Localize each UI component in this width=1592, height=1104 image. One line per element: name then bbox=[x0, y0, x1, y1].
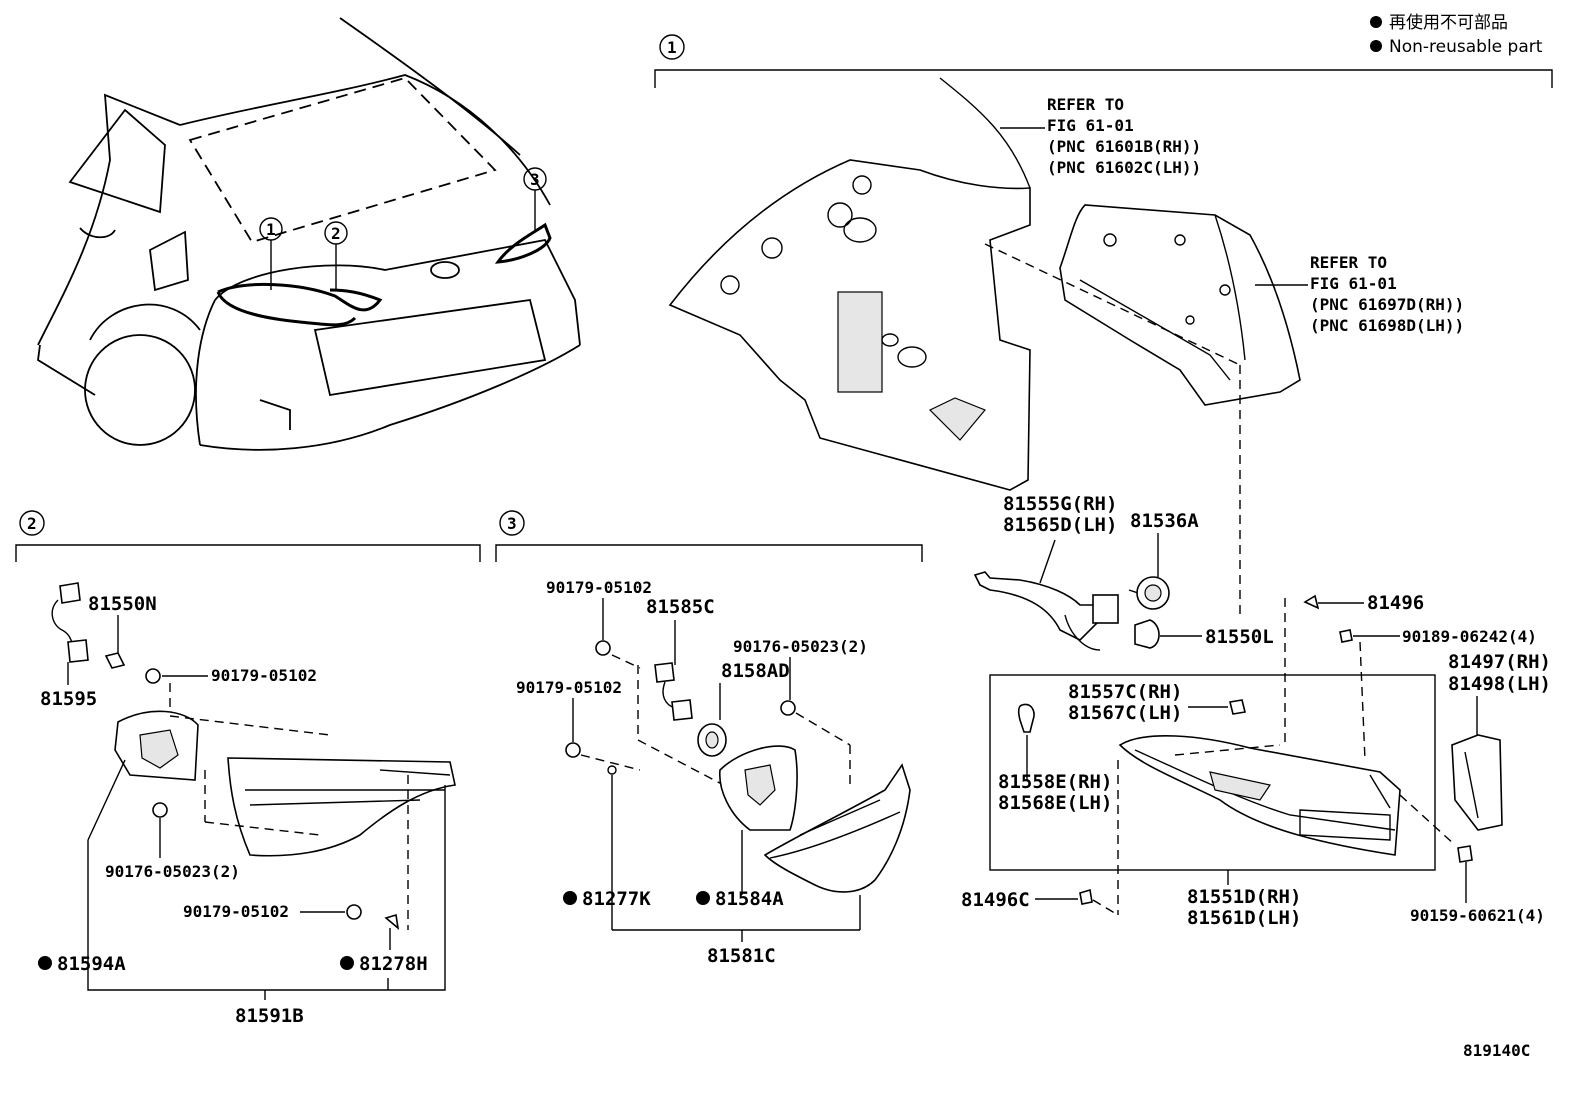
nut-90176-a-icon bbox=[152, 802, 168, 818]
svg-text:REFER TO: REFER TO bbox=[1310, 253, 1387, 272]
part-81584A-label: 81584A bbox=[715, 888, 784, 910]
part-81594A-label: 81594A bbox=[57, 953, 126, 975]
gasket-81584A-illustration bbox=[719, 745, 798, 831]
part-81555G-label: 81555G(RH) bbox=[1003, 493, 1117, 515]
clip-81277K-icon bbox=[607, 765, 617, 775]
nut-90179-c-icon bbox=[595, 640, 611, 656]
part-8158AD-label: 8158AD bbox=[721, 660, 790, 682]
tail-lamp-81551D-illustration bbox=[1118, 734, 1401, 856]
wire-harness-illustration bbox=[973, 571, 1119, 651]
section-2-number: 2 bbox=[27, 514, 37, 533]
part-81585C-label: 81585C bbox=[646, 596, 715, 618]
rear-lamp-81581C-illustration bbox=[763, 763, 911, 893]
clip-81496-icon bbox=[1303, 594, 1320, 610]
part-81536A-label: 81536A bbox=[1130, 510, 1199, 532]
part-81591B-label: 81591B bbox=[235, 1005, 304, 1027]
part-81278H-label: 81278H bbox=[359, 953, 428, 975]
part-90176-a-label: 90176-05023(2) bbox=[105, 862, 240, 881]
part-81581C-label: 81581C bbox=[707, 945, 776, 967]
legend-en: Non-reusable part bbox=[1389, 37, 1543, 57]
nut-90179-d-icon bbox=[565, 742, 581, 758]
screw-90159-icon bbox=[1457, 845, 1473, 863]
svg-text:REFER TO: REFER TO bbox=[1047, 95, 1124, 114]
part-81550N-label: 81550N bbox=[88, 593, 157, 615]
legend-jp: 再使用不可部品 bbox=[1389, 12, 1508, 33]
part-90179-a-label: 90179-05102 bbox=[211, 666, 317, 685]
svg-text:(PNC 61602C(LH)): (PNC 61602C(LH)) bbox=[1047, 158, 1201, 177]
part-81558E-label: 81558E(RH) bbox=[998, 771, 1112, 793]
wire-81585C-illustration bbox=[654, 662, 693, 721]
part-90159-label: 90159-60621(4) bbox=[1410, 906, 1545, 925]
svg-text:(PNC 61697D(RH)): (PNC 61697D(RH)) bbox=[1310, 295, 1464, 314]
part-81277K-label: 81277K bbox=[582, 888, 651, 910]
svg-text:(PNC 61601B(RH)): (PNC 61601B(RH)) bbox=[1047, 137, 1201, 156]
callout-2-label: 2 bbox=[331, 224, 341, 243]
non-reusable-81278H-icon bbox=[340, 956, 354, 970]
non-reusable-81594A-icon bbox=[38, 956, 52, 970]
gasket-81594A-illustration bbox=[114, 710, 199, 781]
refer-note-a: REFER TO FIG 61-01 (PNC 61601B(RH)) (PNC… bbox=[1000, 95, 1201, 177]
quarter-extension-illustration bbox=[1059, 204, 1301, 406]
grommet-8158AD-icon bbox=[697, 723, 727, 757]
lamp-assembly-box bbox=[989, 674, 1436, 871]
section-1-number: 1 bbox=[667, 38, 677, 57]
non-reusable-marker-icon bbox=[1370, 16, 1382, 28]
part-90179-c-label: 90179-05102 bbox=[546, 578, 652, 597]
figure-code: 819140C bbox=[1463, 1041, 1530, 1060]
part-90189-label: 90189-06242(4) bbox=[1402, 627, 1537, 646]
part-81497-label: 81497(RH) bbox=[1448, 651, 1551, 673]
part-81498-label: 81498(LH) bbox=[1448, 673, 1551, 695]
callout-1-label: 1 bbox=[266, 220, 276, 239]
socket-81557C-icon bbox=[1229, 699, 1246, 715]
part-81561D-label: 81561D(LH) bbox=[1187, 907, 1301, 929]
part-90179-b-label: 90179-05102 bbox=[183, 902, 289, 921]
part-81557C-label: 81557C(RH) bbox=[1068, 681, 1182, 703]
section-3: 3 90179-05102 81585C 8158AD 90176-05023(… bbox=[495, 510, 923, 967]
part-90179-d-label: 90179-05102 bbox=[516, 678, 622, 697]
quarter-panel-inner-illustration bbox=[668, 77, 1031, 491]
bulb-81550L-icon bbox=[1134, 619, 1160, 649]
legend: 再使用不可部品 Non-reusable part bbox=[1370, 12, 1543, 57]
part-90176-b-label: 90176-05023(2) bbox=[733, 637, 868, 656]
non-reusable-marker-icon bbox=[1370, 40, 1382, 52]
part-81595-label: 81595 bbox=[40, 688, 97, 710]
part-81551D-label: 81551D(RH) bbox=[1187, 886, 1301, 908]
svg-text:FIG 61-01: FIG 61-01 bbox=[1310, 274, 1397, 293]
clip-81278H-icon bbox=[384, 913, 400, 930]
part-81568E-label: 81568E(LH) bbox=[998, 792, 1112, 814]
part-81496C-label: 81496C bbox=[961, 889, 1030, 911]
bulb-81550N-icon bbox=[104, 652, 126, 669]
nut-90176-b-icon bbox=[780, 700, 796, 716]
clip-81496C-icon bbox=[1079, 888, 1093, 905]
car-overview-illustration: 1 2 3 bbox=[37, 17, 581, 451]
section-3-number: 3 bbox=[507, 514, 517, 533]
part-81567C-label: 81567C(LH) bbox=[1068, 702, 1182, 724]
callout-3-label: 3 bbox=[530, 170, 540, 189]
screw-90189-icon bbox=[1339, 629, 1353, 643]
section-1: 1 REFER bbox=[654, 34, 1553, 929]
non-reusable-81584A-icon bbox=[696, 891, 710, 905]
nut-90179-a-icon bbox=[145, 668, 161, 684]
svg-text:FIG 61-01: FIG 61-01 bbox=[1047, 116, 1134, 135]
svg-text:(PNC 61698D(LH)): (PNC 61698D(LH)) bbox=[1310, 316, 1464, 335]
part-81496-label: 81496 bbox=[1367, 592, 1424, 614]
part-81550L-label: 81550L bbox=[1205, 626, 1274, 648]
rear-lamp-81591B-illustration bbox=[227, 757, 456, 857]
non-reusable-81277K-icon bbox=[563, 891, 577, 905]
bracket-81497-illustration bbox=[1451, 734, 1503, 831]
section-2: 2 81550N 81595 90179-05102 bbox=[15, 510, 481, 1027]
socket-81536A-icon bbox=[1136, 576, 1170, 610]
bulb-81558E-icon bbox=[1017, 703, 1035, 733]
wire-81595-illustration bbox=[51, 582, 89, 663]
nut-90179-b-icon bbox=[346, 904, 362, 920]
part-81565D-label: 81565D(LH) bbox=[1003, 514, 1117, 536]
refer-note-b: REFER TO FIG 61-01 (PNC 61697D(RH)) (PNC… bbox=[1255, 253, 1464, 335]
